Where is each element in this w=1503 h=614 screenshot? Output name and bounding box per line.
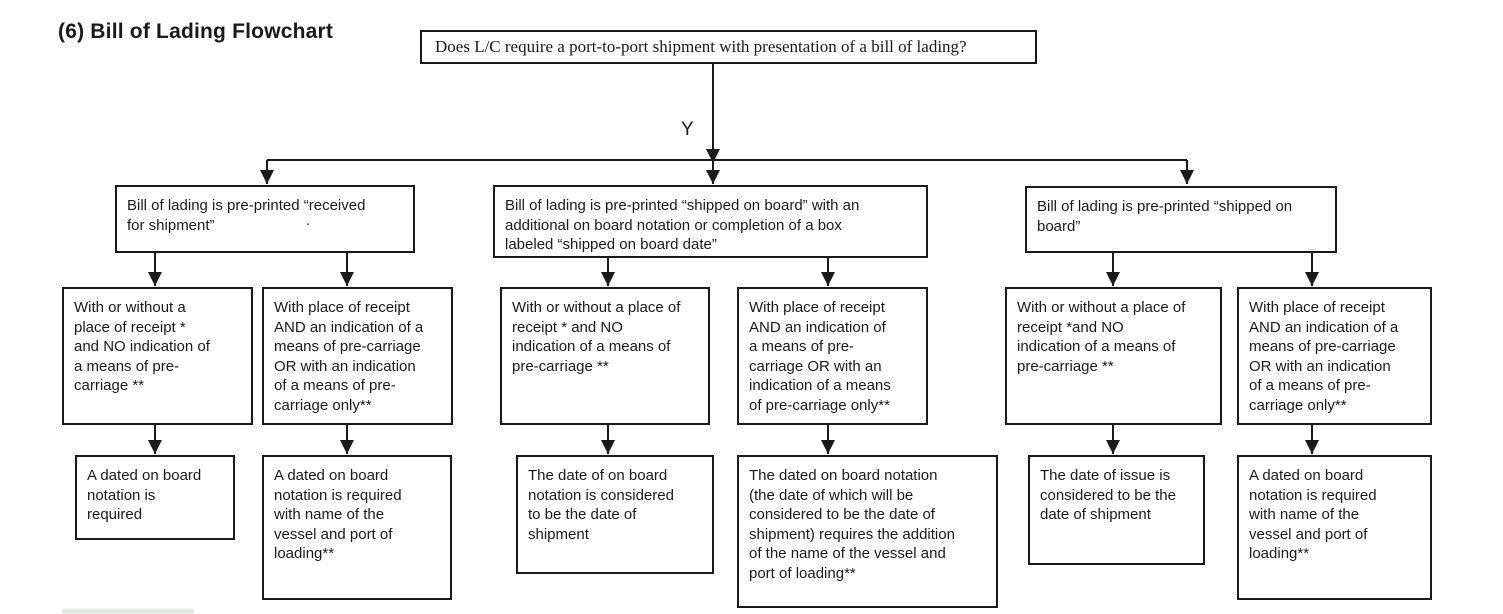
- flowchart-node-root-question: Does L/C require a port-to-port shipment…: [420, 30, 1037, 64]
- stray-dot-mark: .: [306, 212, 311, 229]
- flowchart-node-dated-notation-with-vessel-a: A dated on board notation is required wi…: [262, 455, 452, 600]
- flowchart-node-with-place-of-receipt-b: With place of receipt AND an indication …: [737, 287, 928, 425]
- flowchart-node-no-indication-precarriage-b: With or without a place of receipt * and…: [500, 287, 710, 425]
- branch-label-yes: Y: [681, 119, 694, 140]
- flowchart-node-no-indication-precarriage-c: With or without a place of receipt *and …: [1005, 287, 1222, 425]
- flowchart-node-with-place-of-receipt-a: With place of receipt AND an indication …: [262, 287, 453, 425]
- flowchart-node-shipped-on-board: Bill of lading is pre-printed “shipped o…: [1025, 186, 1337, 253]
- flowchart-node-with-place-of-receipt-c: With place of receipt AND an indication …: [1237, 287, 1432, 425]
- flowchart-node-received-for-shipment: Bill of lading is pre-printed “received …: [115, 185, 415, 253]
- cutoff-footnote-fragment: [62, 609, 194, 614]
- flowchart-node-issue-date-is-shipment-date: The date of issue is considered to be th…: [1028, 455, 1205, 565]
- flowchart-node-dated-notation-with-vessel-b: A dated on board notation is required wi…: [1237, 455, 1432, 600]
- flowchart-node-dated-notation-required: A dated on board notation is required: [75, 455, 235, 540]
- flowchart-node-shipped-on-board-with-notation: Bill of lading is pre-printed “shipped o…: [493, 185, 928, 258]
- flowchart-node-notation-date-is-shipment-date: The date of on board notation is conside…: [516, 455, 714, 574]
- flowchart-node-no-indication-precarriage-a: With or without a place of receipt * and…: [62, 287, 253, 425]
- flowchart-node-dated-notation-requires-vessel: The dated on board notation (the date of…: [737, 455, 998, 608]
- page-title: (6) Bill of Lading Flowchart: [58, 20, 334, 43]
